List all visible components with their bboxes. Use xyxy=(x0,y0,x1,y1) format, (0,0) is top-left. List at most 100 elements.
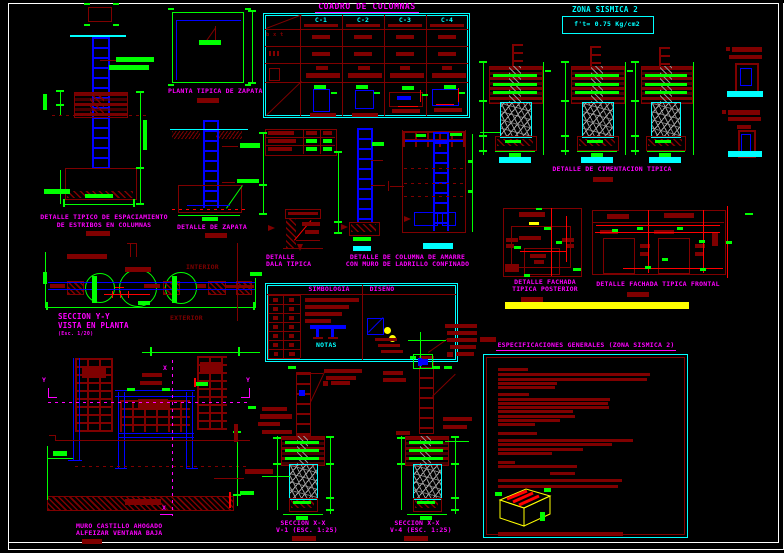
fachada-frontal-door xyxy=(603,238,635,274)
cad-mark xyxy=(273,437,281,439)
cad-mark xyxy=(595,232,720,233)
cad-mark xyxy=(115,396,195,397)
cad-mark xyxy=(273,325,278,329)
cad-mark xyxy=(73,358,74,460)
cad-mark xyxy=(498,419,560,422)
cad-mark xyxy=(648,210,649,273)
cad-mark xyxy=(413,354,414,368)
cad-mark xyxy=(172,276,177,303)
cad-mark xyxy=(299,390,305,396)
cad-mark xyxy=(498,439,633,442)
cad-mark xyxy=(310,373,323,374)
cad-mark xyxy=(445,441,469,442)
cad-mark xyxy=(402,232,466,233)
cad-mark xyxy=(450,345,476,349)
cad-mark xyxy=(677,227,683,230)
cad-mark xyxy=(534,260,544,264)
cad-mark xyxy=(396,52,414,56)
cad-mark xyxy=(479,150,487,152)
cad-mark xyxy=(8,549,784,550)
cad-mark xyxy=(303,129,304,154)
section-marker-x-top: X xyxy=(163,364,168,372)
cad-mark xyxy=(498,432,537,435)
cad-mark xyxy=(499,157,531,163)
leader-arrow-icon xyxy=(297,244,303,251)
cad-mark xyxy=(268,304,300,305)
cad-mark xyxy=(354,52,372,56)
cad-mark xyxy=(268,295,300,296)
cad-mark xyxy=(289,298,294,302)
plan-column-hatch xyxy=(208,281,226,295)
cad-mark xyxy=(48,307,255,308)
cad-mark xyxy=(438,35,456,39)
cad-mark xyxy=(111,7,112,22)
cad-mark xyxy=(334,151,342,153)
cad-mark xyxy=(140,381,162,385)
cimentacion-footing xyxy=(495,136,537,151)
cad-mark xyxy=(566,244,574,248)
cad-mark xyxy=(237,243,238,321)
cad-mark xyxy=(524,274,530,277)
cad-mark xyxy=(48,397,57,398)
cad-mark xyxy=(324,369,362,373)
cad-mark xyxy=(432,73,466,78)
cad-mark xyxy=(306,131,317,135)
col-header-c1: C-1 xyxy=(314,16,328,24)
seccion-footing-hatch xyxy=(415,500,438,508)
cad-mark xyxy=(84,3,90,5)
cad-mark xyxy=(289,343,294,347)
fachada-posterior-frame xyxy=(503,208,582,277)
cad-mark xyxy=(172,12,173,82)
cad-mark xyxy=(65,204,135,205)
cad-mark xyxy=(8,542,779,543)
zapata-column-ladder xyxy=(203,120,219,208)
cad-mark xyxy=(479,135,487,137)
cad-mark xyxy=(265,82,468,83)
cad-mark xyxy=(451,436,459,438)
fachada-frontal-door xyxy=(658,238,690,274)
cad-mark xyxy=(662,258,668,261)
cad-mark xyxy=(52,115,148,116)
as-symbol-icon xyxy=(269,51,279,56)
label-muro-1: MURO CASTILLO AHOGADO xyxy=(76,522,163,530)
cad-mark xyxy=(268,139,296,143)
cad-mark xyxy=(100,60,116,61)
cad-mark xyxy=(637,227,643,230)
cad-mark xyxy=(289,325,294,329)
cad-mark xyxy=(655,140,671,143)
cad-mark xyxy=(150,347,152,356)
cad-mark xyxy=(226,285,254,288)
cad-mark xyxy=(162,388,170,391)
label-fachada-post-1: DETALLE FACHADA xyxy=(514,278,576,286)
cad-mark xyxy=(241,397,250,398)
cad-mark xyxy=(49,435,56,436)
cad-mark xyxy=(397,96,411,100)
stone-masonry xyxy=(651,102,681,138)
cad-mark xyxy=(388,24,422,27)
cad-mark xyxy=(55,435,56,441)
cad-mark xyxy=(328,337,338,339)
cad-mark xyxy=(176,20,177,80)
cad-mark xyxy=(125,499,161,505)
zapata-footing xyxy=(178,185,242,213)
cad-mark xyxy=(238,347,240,356)
cad-mark xyxy=(331,381,350,385)
cad-mark xyxy=(86,231,110,236)
cimentacion-top-column xyxy=(590,46,601,66)
label-seccion-x1-2: V-1 (ESC. 1:25) xyxy=(276,526,338,534)
cad-mark xyxy=(331,92,337,94)
cad-mark xyxy=(115,390,195,391)
cad-mark xyxy=(631,135,639,137)
cad-mark xyxy=(273,463,281,465)
legend-note: NOTAS xyxy=(316,341,337,349)
cad-mark xyxy=(726,47,730,51)
cad-mark xyxy=(468,160,473,163)
cad-mark xyxy=(170,129,248,130)
cad-mark xyxy=(312,52,330,56)
row-label-bxt: b x t xyxy=(266,32,284,38)
cad-mark xyxy=(314,85,326,89)
cad-mark xyxy=(306,73,340,78)
legend-header-right: DISEÑO xyxy=(369,285,395,293)
cad-mark xyxy=(136,167,144,169)
cad-mark xyxy=(285,457,319,460)
